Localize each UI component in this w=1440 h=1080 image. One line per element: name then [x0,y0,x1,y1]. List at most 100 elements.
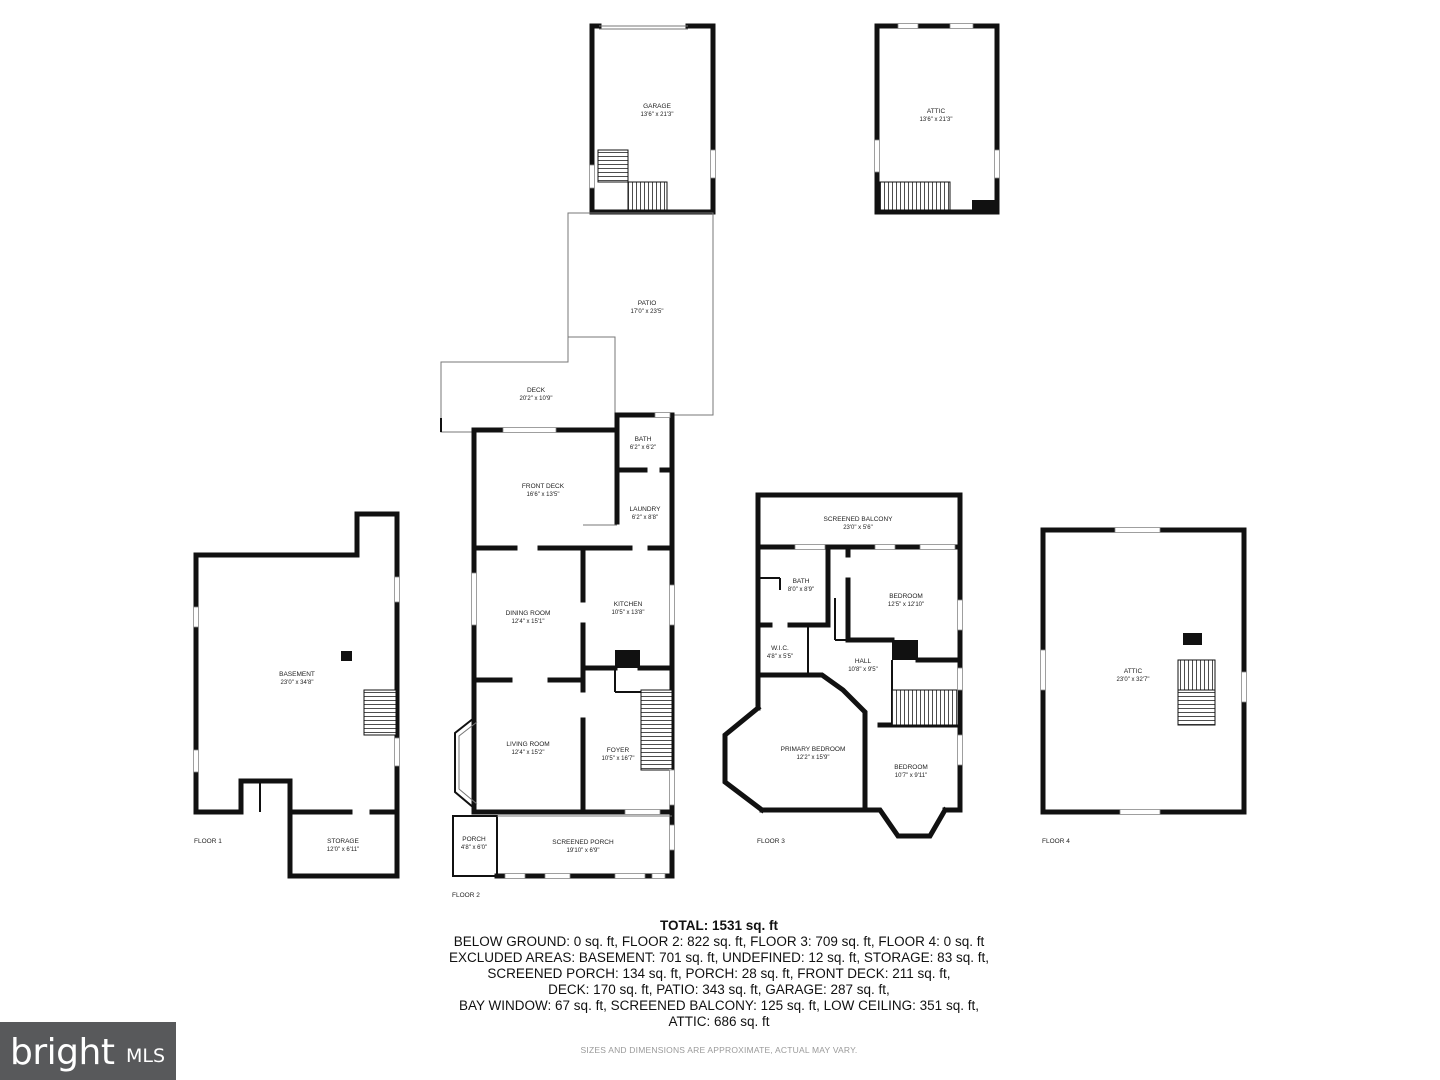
window [710,149,716,179]
floor-3-plan: SCREENED BALCONY 23'0" x 5'6" BATH 8'0" … [722,492,963,845]
room-dims-label: 10'7" x 9'11" [895,773,927,779]
window [544,873,571,879]
window [949,23,974,29]
summary-line: DECK: 170 sq. ft, PATIO: 343 sq. ft, GAR… [548,982,890,997]
window [957,734,963,766]
floor-label: FLOOR 4 [1042,838,1070,845]
window [957,599,963,631]
room-dims-label: 23'0" x 5'6" [843,525,873,531]
window [624,809,661,815]
room-dims-label: 12'0" x 6'11" [327,847,359,853]
room-dims-label: 20'2" x 10'9" [520,396,553,402]
window [589,164,595,189]
basement-outer-walls [193,511,400,879]
room-name-label: DINING ROOM [506,610,551,617]
room-name-label: BASEMENT [279,671,315,678]
room-name-label: FOYER [607,747,630,754]
chimney [892,640,918,660]
room-dims-label: 12'2" x 15'9" [797,755,830,761]
room-dims-label: 13'6" x 21'3" [641,112,674,118]
room-dims-label: 10'5" x 13'8" [612,610,645,616]
room-name-label: BEDROOM [889,593,923,600]
floor-label: FLOOR 1 [194,838,222,845]
basement-column [341,651,352,661]
room-name-label: FRONT DECK [522,483,565,490]
room-name-label: KITCHEN [614,601,643,608]
window [651,873,666,879]
floor-2-plan: GARAGE 13'6" x 21'3" ATTIC 13'6" x 21'3"… [440,23,1000,899]
room-dims-label: 12'4" x 15'2" [512,750,545,756]
room-dims-label: 10'8" x 9'5" [848,667,878,673]
room-name-label: PORCH [462,836,486,843]
room-dims-label: 4'8" x 6'0" [461,845,487,851]
logo-brand: bright [10,1032,115,1073]
window [874,139,880,173]
attic-stairs [1177,659,1216,691]
disclaimer: SIZES AND DIMENSIONS ARE APPROXIMATE, AC… [581,1045,858,1055]
foyer-stairs [640,689,673,771]
attic-stairs [1177,689,1216,726]
room-dims-label: 6'2" x 8'8" [632,515,658,521]
room-name-label: STORAGE [327,838,359,845]
room-dims-label: 17'0" x 23'5" [631,309,664,315]
chimney [615,650,640,668]
summary-line: ATTIC: 686 sq. ft [668,1014,769,1029]
room-dims-label: 16'6" x 13'5" [527,492,560,498]
attic-chimney [972,200,997,212]
room-dims-label: 13'6" x 21'3" [920,117,953,123]
window [794,544,826,550]
bright-mls-logo: bright MLS [0,1022,176,1080]
room-dims-label: 12'4" x 15'1" [512,619,545,625]
window [394,576,400,603]
window [1040,649,1046,691]
room-name-label: ATTIC [1124,668,1143,675]
room-name-label: BEDROOM [894,764,928,771]
room-dims-label: 8'0" x 8'9" [788,587,814,593]
room-name-label: BATH [635,436,652,443]
room-dims-label: 4'8" x 5'5" [767,654,793,660]
floor-3-stairs [891,689,959,726]
floor-label: FLOOR 2 [452,892,480,899]
window [193,606,199,628]
area-summary: TOTAL: 1531 sq. ft BELOW GROUND: 0 sq. f… [449,918,989,1055]
room-dims-label: 6'2" x 6'2" [630,445,656,451]
room-name-label: GARAGE [643,103,671,110]
porch-outline [452,815,498,877]
window [919,544,956,550]
summary-line: EXCLUDED AREAS: BASEMENT: 701 sq. ft, UN… [449,950,989,965]
garage-stairs [627,181,668,211]
room-name-label: PATIO [638,300,657,307]
window [957,667,963,691]
living-room-bay-window [454,717,478,809]
room-name-label: SCREENED PORCH [552,839,614,846]
room-name-label: HALL [855,658,872,665]
room-name-label: BATH [793,578,810,585]
logo-background [0,1022,176,1080]
room-dims-label: 12'5" x 12'10" [888,602,924,608]
basement-stairs [363,689,397,736]
floor-4-plan: ATTIC 23'0" x 32'7" FLOOR 4 [1040,527,1247,845]
logo-suffix: MLS [126,1045,165,1067]
attic-stairs [879,181,951,211]
garage-stairs [597,149,629,183]
window [394,737,400,767]
chimney [1183,633,1202,645]
window [1119,809,1161,815]
window [874,544,896,550]
deck-outline [440,337,569,433]
window [504,873,526,879]
room-name-label: DECK [527,387,546,394]
window [669,824,675,851]
summary-line: BAY WINDOW: 67 sq. ft, SCREENED BALCONY:… [459,998,979,1013]
window [502,427,557,433]
window [614,873,646,879]
window [193,749,199,773]
room-name-label: ATTIC [927,108,946,115]
window [471,572,477,626]
floor-label: FLOOR 3 [757,838,785,845]
room-dims-label: 23'0" x 34'8" [281,680,314,686]
room-name-label: LIVING ROOM [506,741,549,748]
window [994,149,1000,179]
summary-line: SCREENED PORCH: 134 sq. ft, PORCH: 28 sq… [487,966,950,981]
